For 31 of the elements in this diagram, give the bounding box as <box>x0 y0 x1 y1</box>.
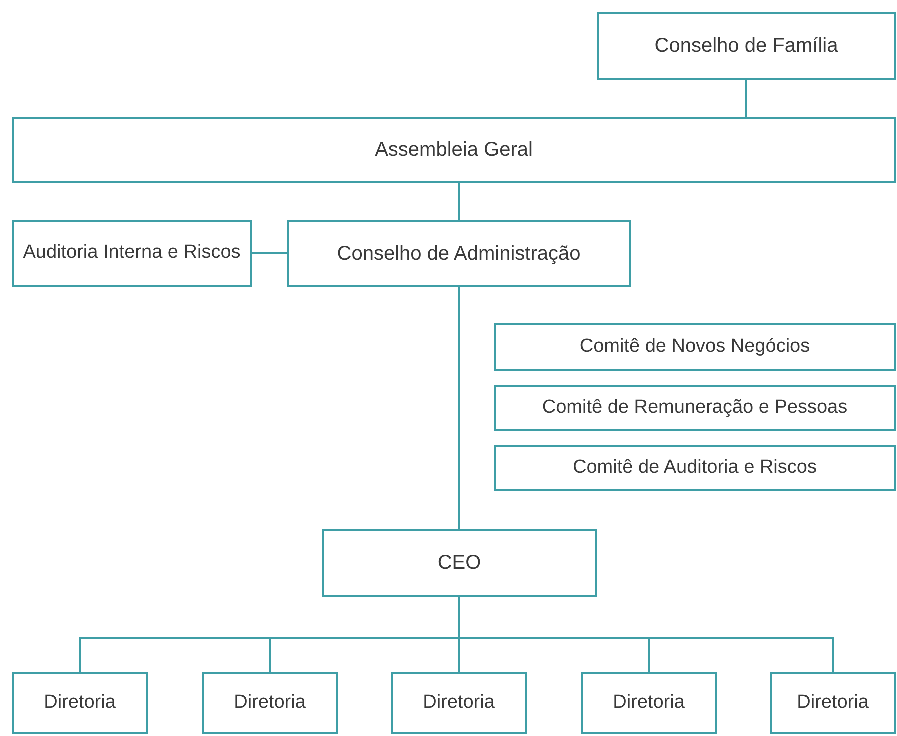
connector-line <box>746 80 748 117</box>
org-box <box>494 323 896 371</box>
box-label: Comitê de Novos Negócios <box>580 334 810 359</box>
box-label: Diretoria <box>797 690 869 715</box>
org-box <box>597 12 896 80</box>
org-box <box>12 672 148 734</box>
connector-line <box>252 252 287 254</box>
org-box <box>581 672 717 734</box>
box-label: Diretoria <box>44 690 116 715</box>
org-box <box>494 385 896 431</box>
org-box <box>287 220 631 287</box>
box-label: Assembleia Geral <box>375 138 533 163</box>
box-label: Diretoria <box>613 690 685 715</box>
box-label: Auditoria Interna e Riscos <box>23 241 241 266</box>
box-label: Conselho de Administração <box>337 242 581 266</box>
org-box <box>12 220 252 287</box>
box-label: Diretoria <box>234 690 306 715</box>
org-box <box>494 445 896 491</box>
box-label: CEO <box>438 551 482 576</box>
box-label: Diretoria <box>423 690 495 715</box>
org-box <box>391 672 527 734</box>
box-label: Comitê de Remuneração e Pessoas <box>542 396 848 420</box>
connector-line <box>458 183 460 220</box>
org-box <box>770 672 896 734</box>
connector-line <box>458 287 460 529</box>
box-label: Comitê de Auditoria e Riscos <box>573 456 817 480</box>
org-box <box>322 529 597 597</box>
box-label: Conselho de Família <box>654 34 838 59</box>
org-box <box>202 672 338 734</box>
connector-line <box>458 597 460 672</box>
org-box <box>12 117 896 183</box>
